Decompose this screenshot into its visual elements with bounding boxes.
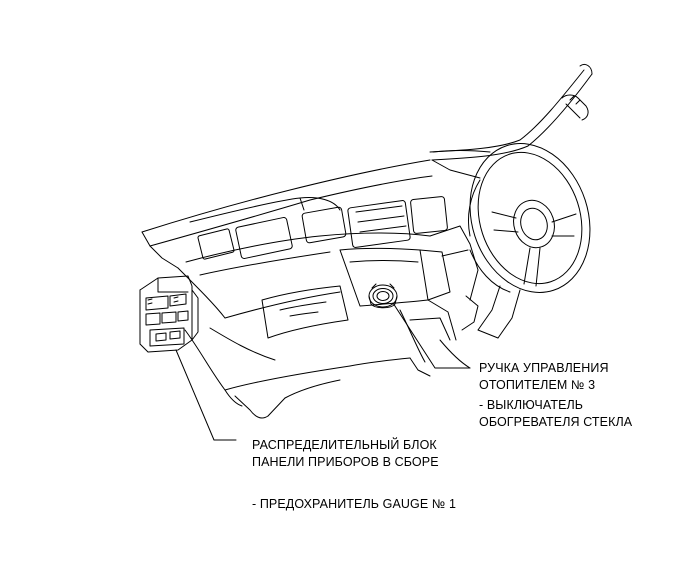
lower-trim [224,379,341,417]
heater-control-label-line1: РУЧКА УПРАВЛЕНИЯ [479,361,609,375]
junction-block-label: РАСПРЕДЕЛИТЕЛЬНЫЙ БЛОК ПАНЕЛИ ПРИБОРОВ В… [252,437,439,471]
heater-control-label: РУЧКА УПРАВЛЕНИЯ ОТОПИТЕЛЕМ № 3 [479,360,609,394]
steering-wheel [467,143,591,293]
heater-control-label-line2: ОТОПИТЕЛЕМ № 3 [479,378,596,392]
leader-lines [175,302,471,441]
center-vents [197,196,448,260]
right-dash [427,225,479,369]
binnacle-top [189,197,341,223]
heater-control-knob [368,283,398,309]
dashboard-top [141,150,491,269]
fuse-label-line1: - ПРЕДОХРАНИТЕЛЬ GAUGE № 1 [252,497,457,511]
assist-grip [561,94,589,121]
glove-box [261,285,349,339]
defogger-switch-label-line1: - ВЫКЛЮЧАТЕЛЬ [479,398,584,412]
defogger-switch-label: - ВЫКЛЮЧАТЕЛЬ ОБОГРЕВАТЕЛЯ СТЕКЛА [479,397,632,431]
fuse-label: - ПРЕДОХРАНИТЕЛЬ GAUGE № 1 [252,496,456,513]
junction-block-label-line2: ПАНЕЛИ ПРИБОРОВ В СБОРЕ [252,455,439,469]
steering-column [477,285,521,339]
dashboard-body [177,232,431,419]
junction-block [139,275,199,353]
defogger-switch-label-line2: ОБОГРЕВАТЕЛЯ СТЕКЛА [479,415,633,429]
windshield-pillar [429,63,593,161]
junction-block-label-line1: РАСПРЕДЕЛИТЕЛЬНЫЙ БЛОК [252,438,437,452]
